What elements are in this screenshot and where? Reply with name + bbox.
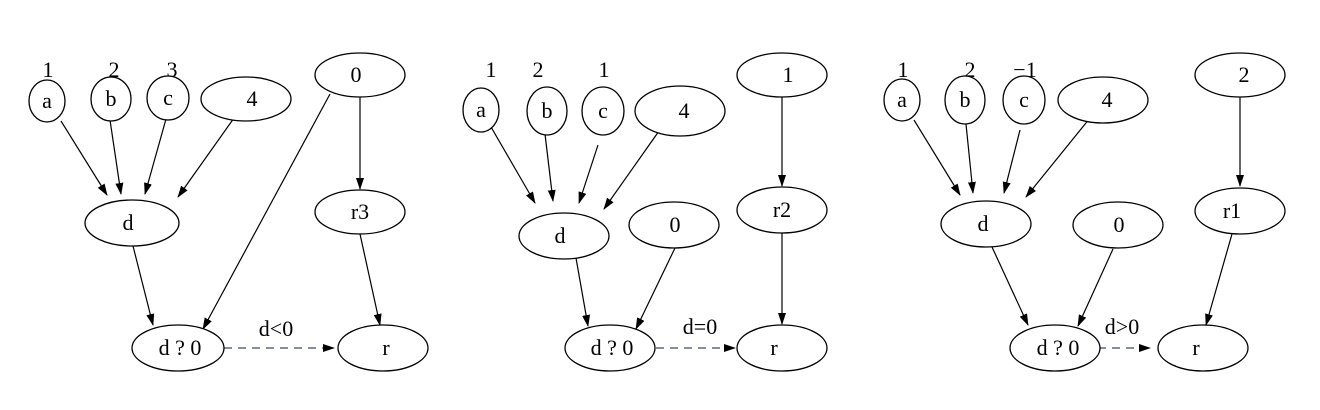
node-zero-label: 0	[1114, 212, 1125, 237]
node-r-mid	[736, 186, 828, 234]
edge-d-to-cond	[991, 246, 1029, 326]
edge-4-to-d	[603, 130, 660, 210]
node-zero	[628, 201, 720, 249]
weight-b-label: 2	[109, 57, 120, 82]
weight-a-label: 1	[486, 57, 497, 82]
node-cond	[1009, 324, 1101, 372]
node-const-4	[1057, 76, 1149, 124]
node-const-4-label: 4	[1102, 87, 1113, 112]
node-cond	[131, 324, 225, 372]
node-c	[581, 86, 625, 136]
node-r-mid	[314, 189, 406, 235]
node-const-4-label: 4	[247, 86, 258, 111]
node-d	[84, 199, 180, 247]
edge-b-to-d	[965, 123, 976, 194]
node-b-label: b	[960, 87, 971, 112]
node-a	[28, 79, 66, 123]
node-r	[337, 324, 429, 372]
node-b-label: b	[106, 86, 117, 111]
node-c	[146, 75, 190, 121]
node-const-4-label: 4	[679, 98, 690, 123]
node-r-mid-label: r3	[351, 199, 369, 224]
node-a	[462, 87, 500, 133]
edge-a-to-d	[60, 120, 108, 196]
node-top-right	[314, 52, 406, 98]
edge-4-to-d	[1025, 117, 1091, 198]
edge-r1-to-r	[1205, 233, 1233, 326]
edge-0-to-cond	[202, 93, 331, 330]
edge-d-to-cond	[575, 257, 591, 327]
node-r-label: r	[1192, 335, 1200, 360]
node-b-label: b	[542, 98, 553, 123]
panel-3: 1 2 −1 a b c 4 2 d 0 r1 d ? 0 r d>0	[883, 52, 1286, 372]
edge-a-to-d	[490, 126, 536, 204]
node-zero	[1072, 201, 1164, 249]
node-cond	[564, 324, 656, 372]
node-r-label: r	[382, 335, 390, 360]
node-c-label: c	[1019, 87, 1029, 112]
node-d-label: d	[978, 211, 989, 236]
node-b	[90, 76, 132, 122]
node-a-label: a	[42, 88, 52, 113]
edge-c-to-d	[578, 144, 599, 204]
panel-1: 1 2 3 a b c 4 0 d r3 d ? 0 r d<0	[28, 52, 429, 372]
node-r-mid	[1194, 187, 1286, 235]
panel-2: 1 2 1 a b c 4 1 d 0 r2 d ? 0 r d=0	[462, 52, 828, 372]
edge-r3-to-r	[359, 233, 382, 326]
weight-c-label: 1	[599, 57, 610, 82]
node-d-label: d	[555, 223, 566, 248]
node-b	[526, 86, 568, 136]
node-c-label: c	[598, 98, 608, 123]
edge-b-to-d	[109, 119, 124, 195]
edge-0-to-cond	[1077, 248, 1114, 327]
weight-b-label: 2	[533, 57, 544, 82]
weight-a-label: 1	[898, 57, 909, 82]
weight-b-label: 2	[965, 57, 976, 82]
node-r-mid-label: r1	[1223, 198, 1241, 223]
node-cond-label: d ? 0	[591, 335, 634, 360]
edge-condition-label: d<0	[259, 316, 293, 341]
node-r-label: r	[770, 335, 778, 360]
edge-b-to-d	[544, 133, 556, 202]
node-c	[1002, 75, 1046, 125]
node-b	[944, 75, 986, 125]
node-r	[736, 324, 828, 372]
node-r-mid-label: r2	[773, 197, 791, 222]
node-a-label: a	[897, 87, 907, 112]
edge-a-to-d	[913, 119, 961, 196]
edge-condition-label: d=0	[683, 314, 717, 339]
weight-c-label: 3	[167, 57, 178, 82]
node-a-label: a	[476, 97, 486, 122]
node-d	[940, 200, 1032, 248]
node-top-right	[736, 52, 828, 98]
node-d	[518, 212, 610, 260]
node-d-label: d	[123, 210, 134, 235]
node-cond-label: d ? 0	[1037, 335, 1080, 360]
edge-c-to-d	[144, 118, 167, 195]
edge-d-to-cond	[132, 245, 155, 326]
edge-condition-label: d>0	[1105, 314, 1139, 339]
node-const-4	[634, 85, 726, 137]
node-c-label: c	[163, 85, 173, 110]
node-a	[883, 78, 921, 122]
node-top-right-label: 0	[351, 62, 362, 87]
node-r	[1157, 324, 1249, 372]
node-zero-label: 0	[670, 212, 681, 237]
edge-0-to-cond	[635, 247, 676, 330]
weight-c-label: −1	[1013, 57, 1036, 82]
node-top-right-label: 1	[783, 62, 794, 87]
edge-c-to-d	[1002, 129, 1021, 194]
node-cond-label: d ? 0	[159, 335, 202, 360]
node-top-right-label: 2	[1239, 62, 1250, 87]
node-top-right	[1194, 52, 1286, 98]
edge-4-to-d	[177, 117, 235, 198]
weight-a-label: 1	[43, 57, 54, 82]
node-const-4	[200, 76, 292, 122]
